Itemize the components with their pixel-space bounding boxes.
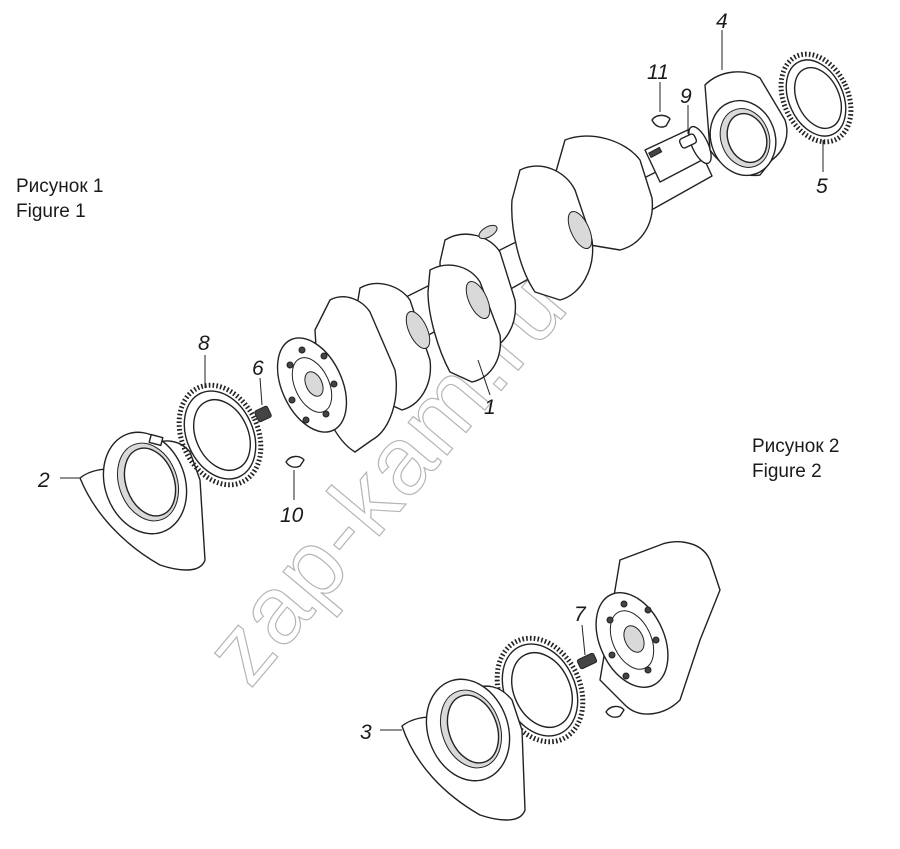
callout-2: 2: [37, 469, 50, 492]
key-part-11: [651, 114, 671, 128]
callout-4: 4: [716, 10, 728, 33]
callout-7: 7: [574, 603, 587, 626]
figure-1-caption-en: Figure 1: [16, 201, 86, 222]
callout-11: 11: [647, 61, 669, 84]
key-figure-2: [605, 705, 625, 718]
crankshaft-part-1: [276, 125, 713, 453]
figure-2-caption-ru: Рисунок 2: [752, 436, 840, 457]
thrust-half-ring-part-3: [401, 678, 526, 821]
figure-1-caption: Рисунок 1 Figure 1: [16, 174, 104, 224]
callout-8: 8: [198, 332, 210, 355]
callout-5: 5: [816, 175, 828, 198]
pin-part-9: [678, 133, 698, 149]
bolt-part-6: [254, 405, 272, 423]
callout-10: 10: [280, 504, 304, 527]
callout-3: 3: [360, 721, 372, 744]
callout-numbers: 1 2 3 4 5 6 7 8 9 10 11: [37, 10, 828, 744]
crankshaft-rear-end-figure-2: [595, 541, 721, 715]
callout-1: 1: [484, 396, 496, 419]
callout-6: 6: [252, 357, 264, 380]
figure-1-caption-ru: Рисунок 1: [16, 176, 104, 197]
bolt-part-7: [576, 652, 598, 670]
figure-2-caption-en: Figure 2: [752, 461, 822, 482]
callout-9: 9: [680, 85, 692, 108]
figure-2-caption: Рисунок 2 Figure 2: [752, 434, 840, 484]
front-cover-part-4: [704, 71, 788, 177]
key-part-10: [285, 455, 305, 468]
leader-lines: [60, 30, 824, 731]
thrust-half-ring-part-2: [79, 431, 206, 571]
gear-ring-part-8: [176, 382, 264, 488]
